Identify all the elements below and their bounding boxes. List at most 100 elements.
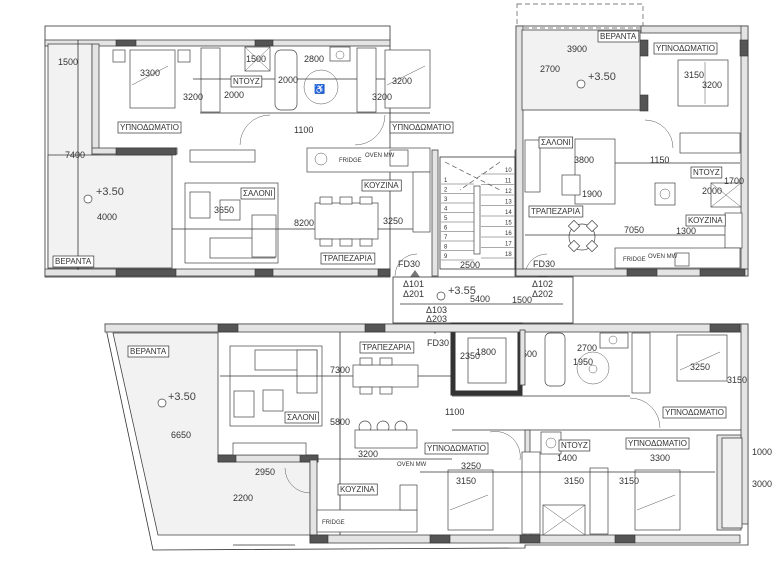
level-label: +3.50: [96, 186, 124, 198]
room-label-kitchen: ΚΟΥΖΙΝΑ: [340, 485, 375, 494]
level-marker-icon: [157, 398, 167, 408]
dimension: 7050: [624, 225, 644, 235]
unit-code: Δ203: [426, 314, 447, 324]
dimension: 2000: [224, 90, 244, 100]
dimension: 3000: [752, 479, 772, 489]
dimension: 3200: [183, 92, 203, 102]
stair-step-number: 14: [505, 210, 512, 216]
room-label-frame: [424, 442, 489, 455]
dimension: 5400: [470, 294, 490, 304]
dimension: 3150: [684, 70, 704, 80]
dimension: 1100: [294, 125, 313, 135]
stair-step-number: 10: [505, 168, 512, 174]
dimension: 1500: [512, 295, 532, 305]
room-label-frame: [685, 214, 726, 227]
unit-top-right: FRIDGE OVEN MW +3.50 3900 2700 3150 3200…: [515, 3, 749, 277]
dimension: 1300: [676, 226, 696, 236]
dimension: 3250: [383, 216, 403, 226]
room-label-frame: [230, 75, 263, 88]
room-label-living: ΣΑΛΟΝΙ: [243, 189, 273, 198]
room-label-frame: [117, 121, 182, 134]
level-marker-icon: [576, 79, 586, 89]
dimension: 3300: [650, 453, 670, 463]
dimension: 2000: [278, 75, 298, 85]
dining-table: [314, 202, 379, 240]
dimension: 1150: [650, 155, 669, 165]
room-label-shower: ΝΤΟΥΖ: [233, 77, 260, 86]
coffee-table: [262, 389, 284, 412]
room-label-living: ΣΑΛΟΝΙ: [287, 413, 317, 422]
hob: [674, 252, 690, 267]
room-label-living: ΣΑΛΟΝΙ: [541, 138, 571, 147]
dimension: 6650: [171, 430, 191, 440]
stair-step-number: 18: [505, 252, 512, 258]
armchair: [233, 390, 255, 418]
wall-top: [44, 39, 391, 47]
room-label-frame: [284, 411, 320, 424]
hob: [389, 149, 409, 167]
level-marker-icon: [436, 291, 446, 301]
stair-step-number: 5: [444, 216, 448, 222]
room-label-shower: ΝΤΟΥΖ: [561, 441, 588, 450]
washer-icon: [659, 188, 671, 200]
room-label-veranda: ΒΕΡΑΝΤΑ: [600, 32, 637, 41]
room-label-frame: [320, 252, 376, 265]
dimension: 3150: [564, 476, 584, 486]
dimension: 3650: [214, 205, 234, 215]
dimension: 3150: [619, 476, 639, 486]
dimension: 2000: [702, 186, 722, 196]
room-label-dining: ΤΡΑΠΕΖΑΡΙΑ: [531, 207, 581, 216]
wheelchair-accessible-icon: ♿: [314, 83, 325, 94]
wall-bottom: [44, 268, 391, 277]
fire-door-label: FD30: [533, 259, 555, 269]
double-bed: [447, 469, 494, 531]
sink-icon: [608, 335, 618, 345]
fire-door-label: FD30: [427, 338, 449, 348]
dimension: 3250: [690, 362, 710, 372]
room-label-frame: [538, 136, 574, 149]
dimension: 1900: [582, 189, 602, 199]
dimension: 7300: [330, 365, 350, 375]
unit-code: Δ103: [426, 305, 447, 315]
dimension: 3200: [392, 76, 412, 86]
dimension: 1500: [246, 54, 266, 64]
room-label-frame: [558, 439, 591, 452]
room-label-frame: [653, 42, 718, 55]
dimension: 3150: [727, 375, 747, 385]
fire-door-label: FD30: [398, 259, 420, 269]
wardrobe: [631, 332, 651, 394]
toilet-icon: [588, 364, 598, 374]
dimension: 3300: [140, 68, 160, 78]
room-label-frame: [52, 255, 95, 268]
dimension: 2700: [540, 64, 560, 74]
fridge-label: FRIDGE: [339, 158, 362, 164]
dimension: 1500: [58, 57, 78, 67]
level-label: +3.50: [168, 391, 196, 403]
dimension: 1400: [557, 453, 577, 463]
dimension: 2700: [577, 343, 597, 353]
double-bed: [129, 49, 176, 109]
room-label-veranda: ΒΕΡΑΝΤΑ: [55, 257, 92, 266]
dimension: 8200: [294, 218, 314, 228]
wardrobe: [200, 47, 221, 113]
room-label-bedroom: ΥΠΝΟΔΩΜΑΤΙΟ: [427, 444, 486, 453]
kitchen-counter: [316, 509, 418, 533]
fridge-label: FRIDGE: [623, 257, 646, 263]
dimension: 1000: [752, 447, 772, 457]
stair-step-number: 1: [444, 178, 448, 184]
room-label-frame: [662, 406, 727, 419]
stair-step-number: 2: [444, 188, 448, 194]
sofa: [574, 138, 616, 205]
level-label: +3.50: [588, 71, 616, 83]
dimension: 3200: [702, 80, 722, 90]
bathtub: [544, 332, 566, 387]
room-label-frame: [361, 179, 402, 192]
oven-label: OVEN MW: [365, 153, 395, 159]
double-bed: [634, 469, 681, 531]
room-label-frame: [337, 483, 378, 496]
stair-step-number: 9: [444, 254, 448, 260]
dimension: 5800: [330, 417, 350, 427]
unit-top-left: ♿ FRIDGE OVEN MW 1500 3300 3200 2000 150…: [44, 25, 454, 278]
